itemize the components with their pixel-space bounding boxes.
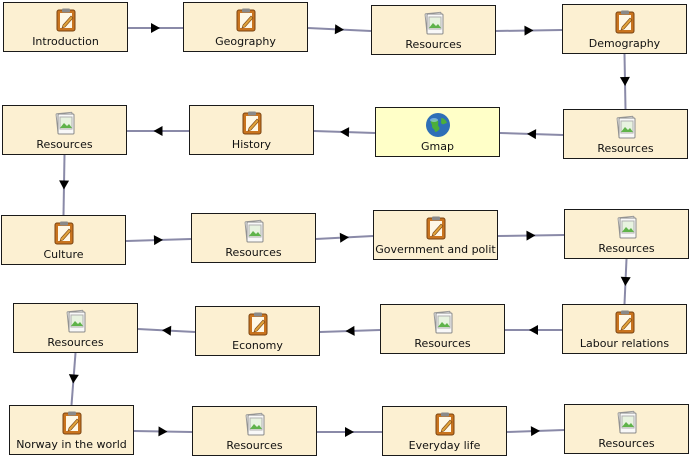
globe-icon xyxy=(425,112,451,138)
node-norway-in-the-world[interactable]: Norway in the world xyxy=(9,405,134,455)
arrowhead-icon xyxy=(619,76,630,86)
notepad-icon xyxy=(245,311,271,337)
arrowhead-icon xyxy=(68,374,79,384)
image-document-icon xyxy=(421,10,447,36)
node-label: Introduction xyxy=(32,35,99,48)
arrowhead-icon xyxy=(529,325,538,335)
node-culture[interactable]: Culture xyxy=(1,215,126,265)
notepad-icon xyxy=(423,215,449,241)
node-resources-4[interactable]: Resources xyxy=(191,213,316,263)
notepad-icon xyxy=(233,7,259,33)
node-resources-7[interactable]: Resources xyxy=(13,303,138,353)
arrowhead-icon xyxy=(153,126,163,136)
image-document-icon xyxy=(430,309,456,335)
notepad-icon xyxy=(53,7,79,33)
node-economy[interactable]: Economy xyxy=(195,306,320,356)
image-document-icon xyxy=(52,110,78,136)
node-label: Norway in the world xyxy=(16,438,127,451)
node-resources-6[interactable]: Resources xyxy=(380,304,505,354)
node-label: Resources xyxy=(598,437,655,450)
image-document-icon xyxy=(614,409,640,435)
node-label: History xyxy=(231,138,272,151)
arrowhead-icon xyxy=(524,25,534,36)
node-resources-1[interactable]: Resources xyxy=(371,5,496,55)
image-document-icon xyxy=(242,411,268,437)
arrowhead-icon xyxy=(334,24,344,35)
arrowhead-icon xyxy=(345,427,354,437)
notepad-icon xyxy=(612,309,638,335)
node-gmap[interactable]: Gmap xyxy=(375,107,500,157)
node-geography[interactable]: Geography xyxy=(183,2,308,52)
node-labour-relations[interactable]: Labour relations xyxy=(562,304,687,354)
node-label: Geography xyxy=(215,35,276,48)
notepad-icon xyxy=(432,411,458,437)
arrowhead-icon xyxy=(345,325,355,336)
arrowhead-icon xyxy=(527,129,537,140)
notepad-icon xyxy=(612,9,638,35)
node-resources-5[interactable]: Resources xyxy=(564,209,689,259)
node-label: Resources xyxy=(597,142,654,155)
node-introduction[interactable]: Introduction xyxy=(3,2,128,52)
node-history[interactable]: History xyxy=(189,105,314,155)
node-label: Resources xyxy=(598,242,655,255)
arrowhead-icon xyxy=(162,325,172,336)
image-document-icon xyxy=(241,218,267,244)
node-label: Resources xyxy=(405,38,462,51)
node-label: Resources xyxy=(47,336,104,349)
node-everyday-life[interactable]: Everyday life xyxy=(382,406,507,456)
arrowhead-icon xyxy=(153,235,163,246)
node-label: Resources xyxy=(414,337,471,350)
notepad-icon xyxy=(51,220,77,246)
node-resources-8[interactable]: Resources xyxy=(192,406,317,456)
node-label: Demography xyxy=(588,37,661,50)
image-document-icon xyxy=(613,114,639,140)
arrowhead-icon xyxy=(59,180,70,190)
node-label: Gmap xyxy=(421,140,454,153)
node-demography[interactable]: Demography xyxy=(562,4,687,54)
node-government[interactable]: Government and polit xyxy=(373,210,498,260)
notepad-icon xyxy=(239,110,265,136)
node-label: Resources xyxy=(225,246,282,259)
arrowhead-icon xyxy=(340,127,350,138)
node-label: Resources xyxy=(36,138,93,151)
node-label: Government and polit xyxy=(375,243,496,256)
node-resources-9[interactable]: Resources xyxy=(564,404,689,454)
arrowhead-icon xyxy=(530,426,540,437)
image-document-icon xyxy=(614,214,640,240)
arrowhead-icon xyxy=(526,230,536,241)
node-label: Culture xyxy=(43,248,84,261)
node-label: Labour relations xyxy=(579,337,670,350)
node-label: Economy xyxy=(232,339,283,352)
node-label: Everyday life xyxy=(408,439,481,452)
notepad-icon xyxy=(59,410,85,436)
arrowhead-icon xyxy=(339,232,349,243)
node-resources-3[interactable]: Resources xyxy=(2,105,127,155)
arrowhead-icon xyxy=(620,276,631,286)
node-resources-2[interactable]: Resources xyxy=(563,109,688,159)
node-label: Resources xyxy=(226,439,283,452)
arrowhead-icon xyxy=(151,23,160,33)
arrowhead-icon xyxy=(158,426,168,437)
image-document-icon xyxy=(63,308,89,334)
